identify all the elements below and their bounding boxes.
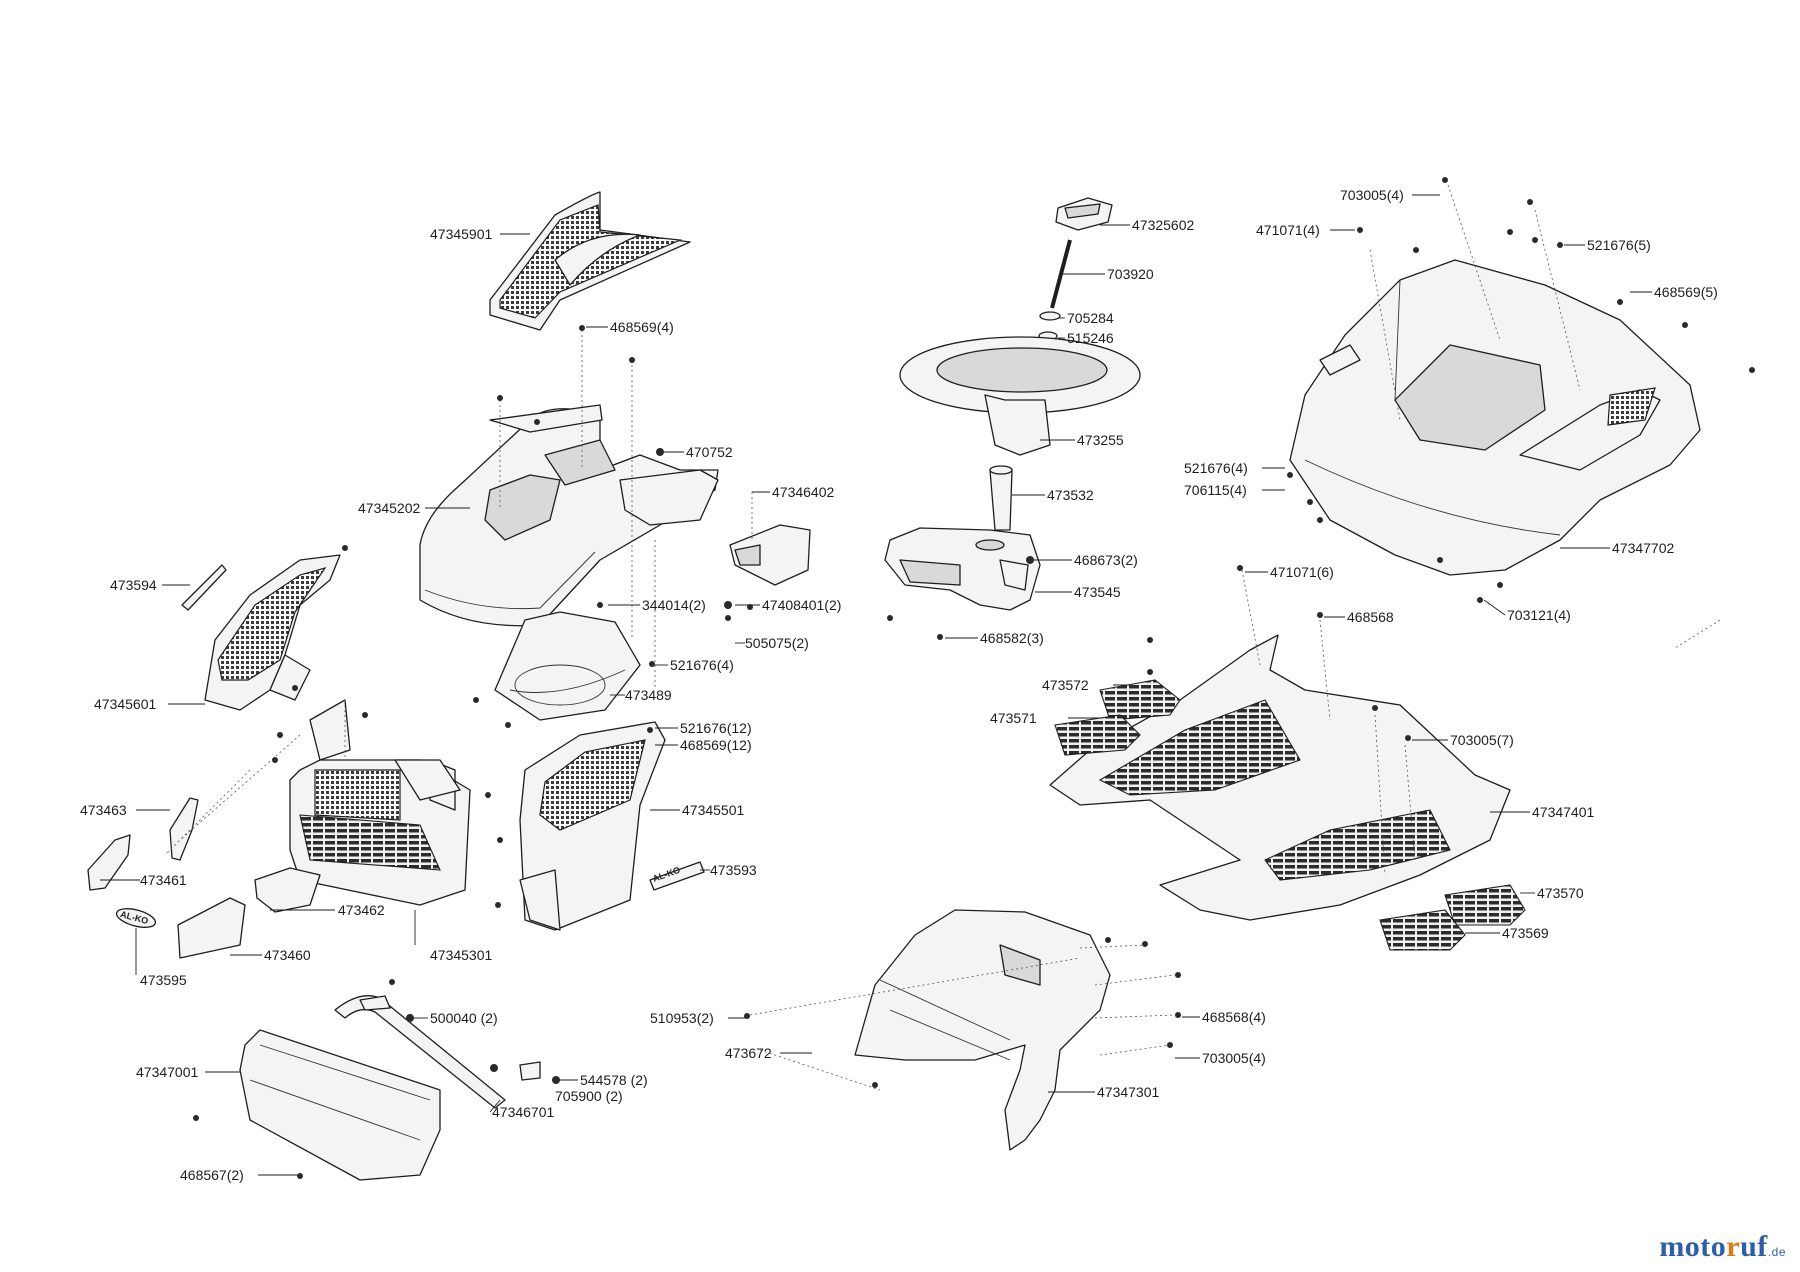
label-47345601: 47345601 <box>94 696 157 712</box>
label-47347001: 47347001 <box>136 1064 199 1080</box>
label-473572: 473572 <box>1042 677 1089 693</box>
rear-seat-cover <box>1289 259 1701 576</box>
label-468569-4: 468569(4) <box>610 319 674 335</box>
label-47347301: 47347301 <box>1097 1084 1160 1100</box>
label-47347702: 47347702 <box>1612 540 1675 556</box>
small-strip <box>181 564 227 611</box>
label-703920: 703920 <box>1107 266 1154 282</box>
front-bumper <box>239 995 541 1181</box>
label-473595: 473595 <box>140 972 187 988</box>
hood-shell <box>419 404 719 627</box>
label-47345301: 47345301 <box>430 947 493 963</box>
label-473255: 473255 <box>1077 432 1124 448</box>
label-515246: 515246 <box>1067 330 1114 346</box>
label-47347401: 47347401 <box>1532 804 1595 820</box>
label-521676-4-a: 521676(4) <box>670 657 734 673</box>
label-473594: 473594 <box>110 577 157 593</box>
part-number-labels: 47345901 468569(4) 470752 47345202 47346… <box>80 187 1718 1183</box>
label-473489: 473489 <box>625 687 672 703</box>
leader-lines <box>100 194 1652 1176</box>
label-703005-4-b: 703005(4) <box>1202 1050 1266 1066</box>
label-47408401-2: 47408401(2) <box>762 597 841 613</box>
label-468673-2: 468673(2) <box>1074 552 1138 568</box>
side-panel-bracket <box>729 492 811 586</box>
watermark-logo: motoruf.de <box>1659 1230 1786 1264</box>
label-473532: 473532 <box>1047 487 1094 503</box>
steering-wheel-cap <box>1055 197 1113 231</box>
hood-under-tub <box>494 611 641 721</box>
label-473462: 473462 <box>338 902 385 918</box>
left-grille-panel <box>204 554 341 711</box>
label-703005-7: 703005(7) <box>1450 732 1514 748</box>
label-473672: 473672 <box>725 1045 772 1061</box>
label-706115-4: 706115(4) <box>1184 482 1247 498</box>
footrest-deck <box>1049 634 1511 921</box>
label-703121-4: 703121(4) <box>1507 607 1571 623</box>
label-468569-12: 468569(12) <box>680 737 752 753</box>
label-705284: 705284 <box>1067 310 1114 326</box>
steering-column-sleeve <box>989 465 1013 531</box>
label-500040-2: 500040 (2) <box>430 1010 498 1026</box>
watermark-text-a: moto <box>1659 1230 1727 1263</box>
label-521676-5: 521676(5) <box>1587 237 1651 253</box>
steering-shaft-parts <box>1038 239 1072 341</box>
label-47345901: 47345901 <box>430 226 493 242</box>
label-471071-4: 471071(4) <box>1256 222 1320 238</box>
label-473593: 473593 <box>710 862 757 878</box>
fasteners <box>193 177 1755 1179</box>
label-468568-4: 468568(4) <box>1202 1009 1266 1025</box>
rear-fender-shell <box>854 909 1111 1151</box>
assembly-guide-lines <box>164 184 1721 1091</box>
steering-wheel <box>899 336 1141 456</box>
front-bumper-pieces <box>87 797 321 959</box>
dashboard-console <box>884 527 1041 611</box>
label-473545: 473545 <box>1074 584 1121 600</box>
label-510953-2: 510953(2) <box>650 1010 714 1026</box>
label-47345202: 47345202 <box>358 500 421 516</box>
label-47325602: 47325602 <box>1132 217 1195 233</box>
watermark-text-accent: r <box>1726 1230 1741 1263</box>
front-emblem: AL-KO <box>115 908 157 928</box>
label-468582-3: 468582(3) <box>980 630 1044 646</box>
footrest-pads <box>1054 679 1526 951</box>
label-473570: 473570 <box>1537 885 1584 901</box>
label-521676-4-b: 521676(4) <box>1184 460 1248 476</box>
label-470752: 470752 <box>686 444 733 460</box>
label-473569: 473569 <box>1502 925 1549 941</box>
label-705900-2: 705900 (2) <box>555 1088 623 1104</box>
label-473461: 473461 <box>140 872 187 888</box>
label-521676-12: 521676(12) <box>680 720 752 736</box>
label-505075-2: 505075(2) <box>745 635 809 651</box>
label-468569-5: 468569(5) <box>1654 284 1718 300</box>
front-nose <box>289 699 471 906</box>
label-544578-2: 544578 (2) <box>580 1072 648 1088</box>
label-47346402: 47346402 <box>772 484 835 500</box>
label-468567-2: 468567(2) <box>180 1167 244 1183</box>
label-473571: 473571 <box>990 710 1037 726</box>
watermark-tld: .de <box>1767 1245 1786 1259</box>
label-47345501: 47345501 <box>682 802 745 818</box>
watermark-text-b: uf <box>1740 1230 1768 1263</box>
side-badge-strip: AL-KO <box>649 861 705 891</box>
hood-top-grille <box>489 191 691 331</box>
right-grille-panel <box>519 721 666 931</box>
label-471071-6: 471071(6) <box>1270 564 1334 580</box>
label-344014-2: 344014(2) <box>642 597 706 613</box>
label-47346701: 47346701 <box>492 1104 555 1120</box>
label-473460: 473460 <box>264 947 311 963</box>
label-703005-4-a: 703005(4) <box>1340 187 1404 203</box>
label-473463: 473463 <box>80 802 127 818</box>
label-468568: 468568 <box>1347 609 1394 625</box>
